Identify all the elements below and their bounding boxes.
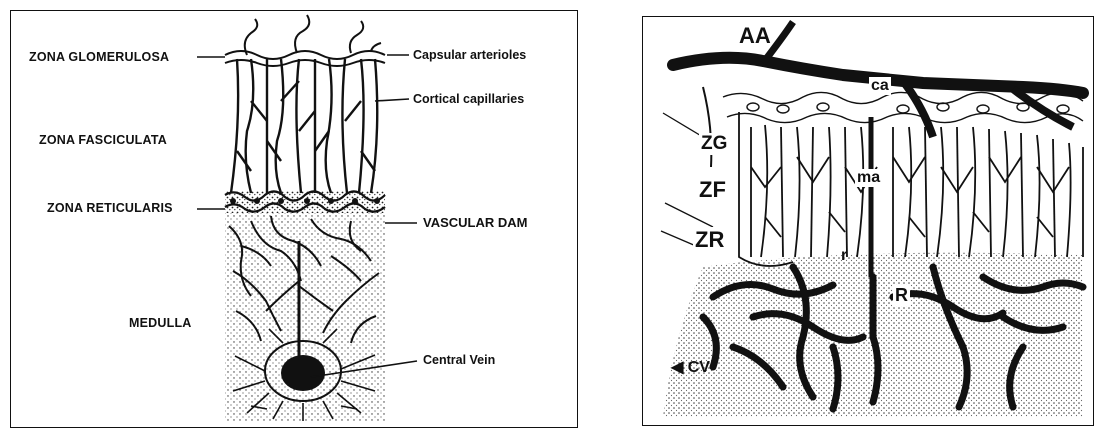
left-diagram-panel: ZONA GLOMERULOSA ZONA FASCICULATA ZONA R… — [10, 10, 578, 428]
zona-glomerulosa-label: ZONA GLOMERULOSA — [29, 50, 169, 64]
ma-label: ma — [855, 169, 882, 187]
cv-label: ◀ CV — [671, 357, 710, 377]
medulla-region — [225, 211, 385, 421]
ca-label: ca — [869, 77, 891, 95]
r-label: R — [893, 285, 910, 306]
zr-label: ZR — [693, 227, 726, 253]
cv-arrow-icon: ◀ — [671, 359, 688, 376]
r-small-label: r — [841, 247, 847, 265]
capsular-arterioles-label: Capsular arterioles — [413, 48, 526, 62]
zg-label: ZG — [699, 133, 729, 155]
aa-label: AA — [739, 23, 771, 49]
zona-reticularis-label: ZONA RETICULARIS — [47, 201, 173, 215]
vascular-dam-label: VASCULAR DAM — [423, 215, 527, 230]
glomerulosa-layer — [225, 15, 385, 66]
cv-label-text: CV — [688, 359, 710, 376]
zona-fasciculata-label: ZONA FASCICULATA — [39, 133, 167, 147]
central-vein-label: Central Vein — [423, 353, 495, 367]
cortical-capillaries-label: Cortical capillaries — [413, 92, 524, 106]
right-diagram-panel: AA ca ZG ZF ma ZR r R ◀ CV — [642, 16, 1094, 426]
zf-label: ZF — [699, 177, 726, 203]
medulla-label: MEDULLA — [129, 316, 192, 330]
vascular-dam-band — [225, 191, 385, 213]
cortex-block — [739, 112, 1083, 266]
cortical-capillaries — [231, 59, 377, 193]
